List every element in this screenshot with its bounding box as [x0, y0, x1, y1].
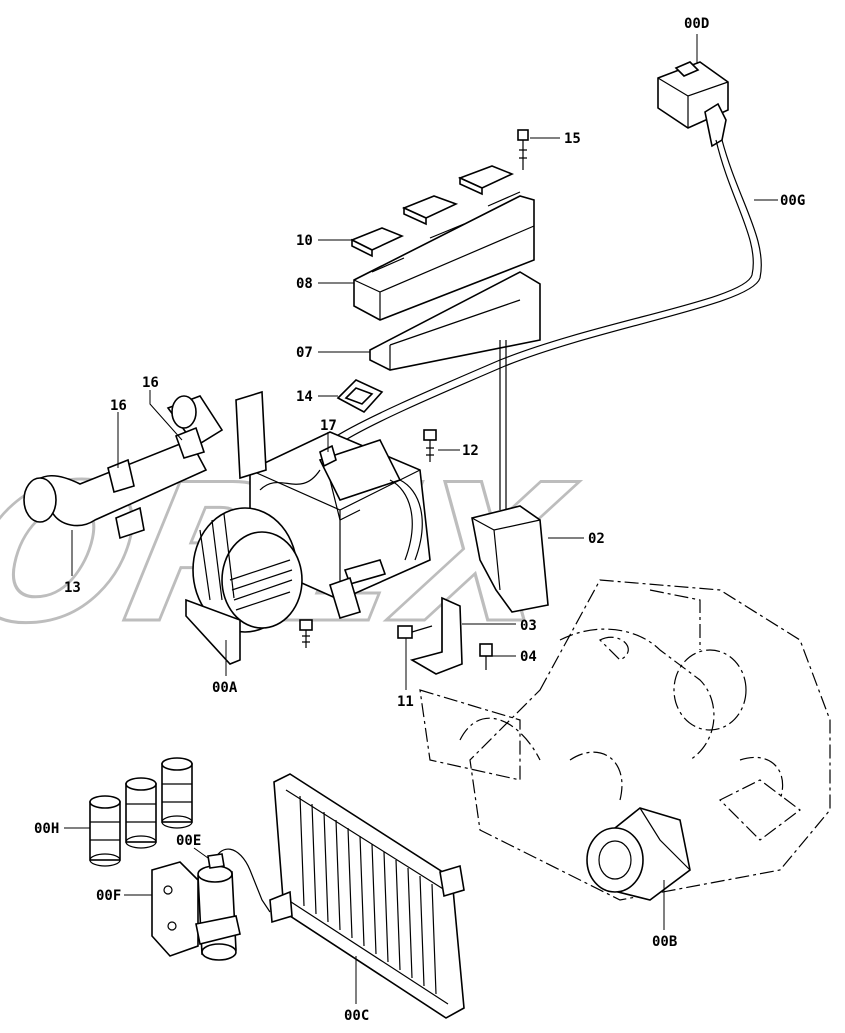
bracket-03	[409, 596, 463, 675]
label-00D: 00D	[684, 16, 709, 32]
label-10: 10	[296, 233, 313, 249]
label-00G: 00G	[780, 193, 805, 209]
heater-unit-00A	[185, 390, 431, 665]
control-cable-00G	[329, 139, 762, 447]
label-13: 13	[64, 580, 81, 596]
label-00B: 00B	[652, 934, 677, 950]
label-17: 17	[320, 418, 337, 434]
desiccant-cylinders-00H	[89, 757, 193, 867]
label-00E: 00E	[176, 833, 201, 849]
label-07: 07	[296, 345, 313, 361]
screw-00A	[299, 619, 313, 648]
label-02: 02	[588, 531, 605, 547]
label-04: 04	[520, 649, 537, 665]
duct-connector-lines	[499, 340, 507, 510]
control-switch-00D	[657, 61, 729, 148]
grommet-14	[336, 379, 384, 414]
bolt-04	[479, 643, 493, 670]
label-00A: 00A	[212, 680, 238, 696]
panel-07	[369, 271, 541, 371]
bolt-12	[423, 429, 437, 462]
compressor-00B	[586, 807, 691, 901]
duct-02	[471, 505, 549, 613]
bolt-11	[397, 625, 433, 639]
condenser-00C	[269, 773, 465, 1019]
label-00C: 00C	[344, 1008, 369, 1024]
bolt-15	[517, 129, 529, 170]
panel-08	[353, 191, 535, 321]
receiver-drier-00E	[197, 848, 271, 961]
louver-10-group	[350, 165, 515, 258]
bracket-00F	[151, 861, 241, 957]
label-00H: 00H	[34, 821, 59, 837]
label-03: 03	[520, 618, 537, 634]
label-14: 14	[296, 389, 313, 405]
label-16-upper: 16	[142, 375, 159, 391]
label-12: 12	[462, 443, 479, 459]
engine-outline	[419, 579, 831, 901]
label-08: 08	[296, 276, 313, 292]
hose-clamp-16	[107, 426, 206, 494]
label-11: 11	[397, 694, 414, 710]
leader-lines	[64, 34, 778, 1004]
label-15: 15	[564, 131, 581, 147]
label-00F: 00F	[96, 888, 121, 904]
label-16-lower: 16	[110, 398, 127, 414]
